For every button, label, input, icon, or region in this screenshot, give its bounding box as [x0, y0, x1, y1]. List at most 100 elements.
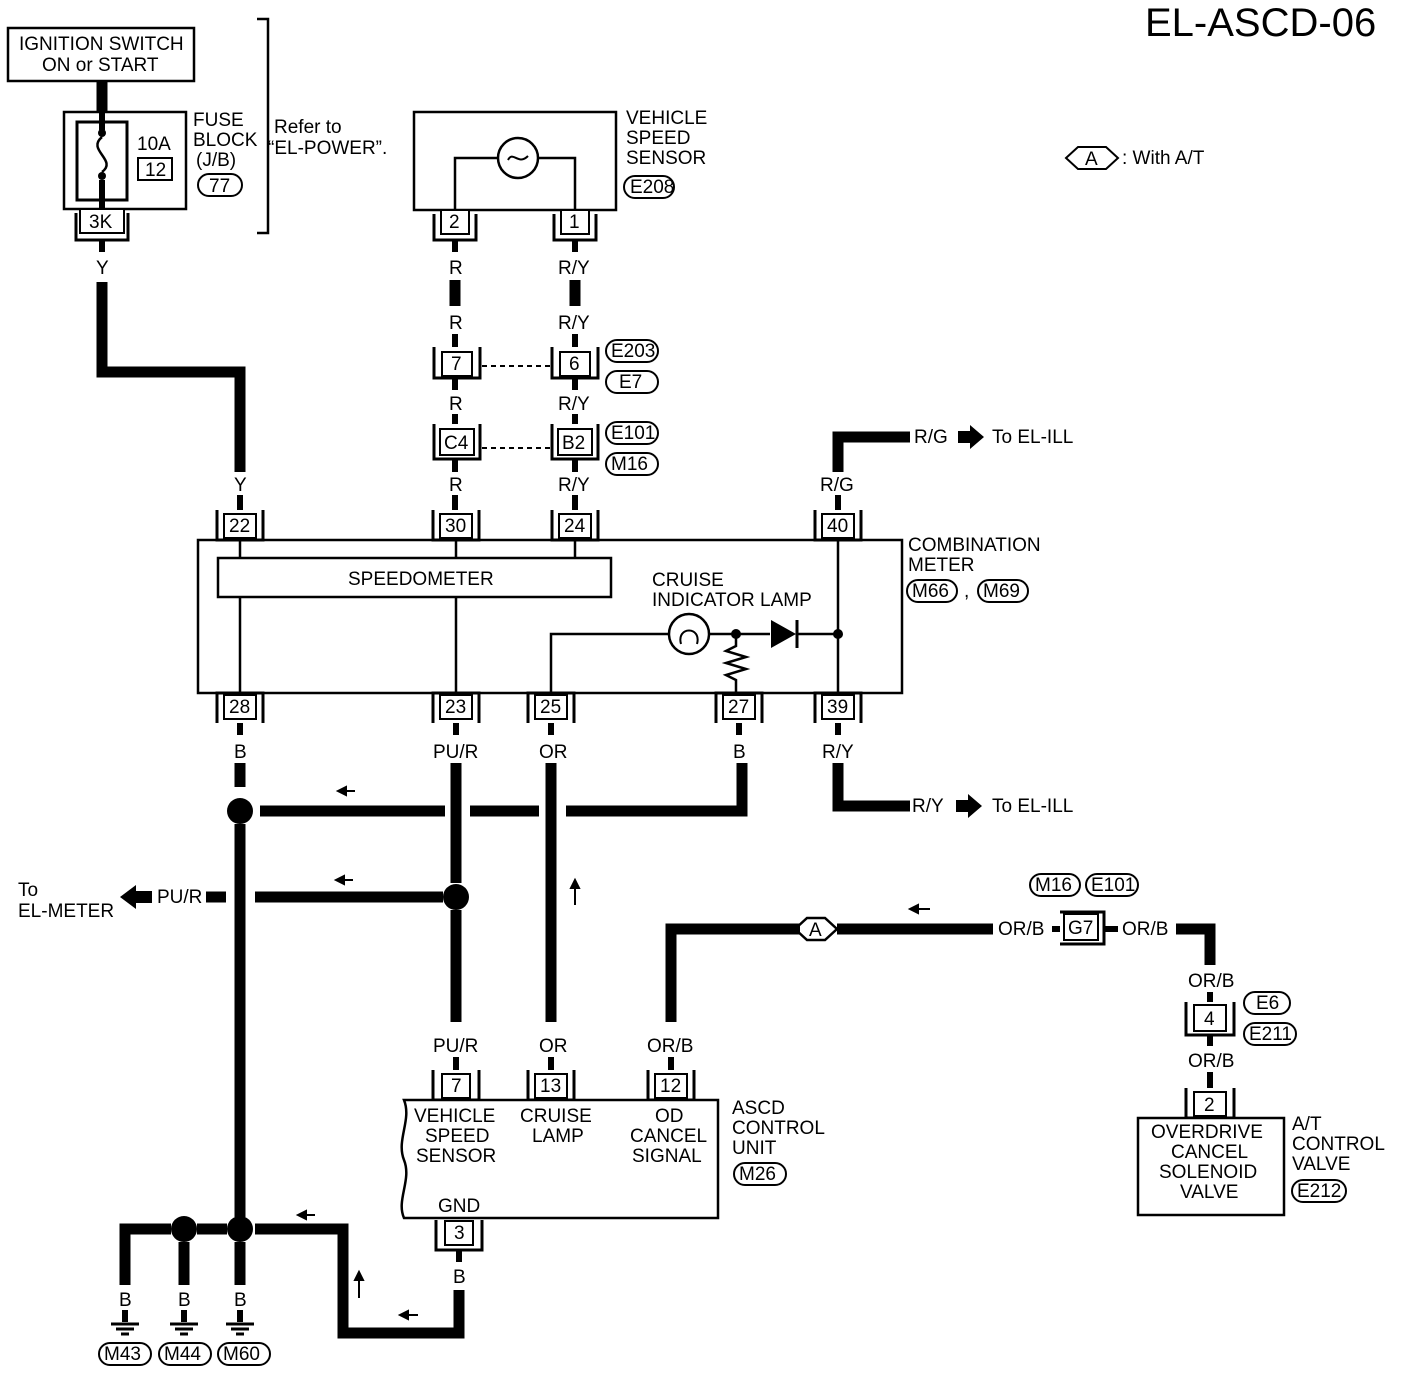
to-el-meter-2: EL-METER [18, 901, 114, 922]
svg-text:SOLENOID: SOLENOID [1159, 1162, 1257, 1183]
vss-connector: E208 [630, 177, 674, 198]
svg-text:OR/B: OR/B [998, 919, 1044, 940]
legend-symbol: A [1085, 149, 1098, 170]
svg-text:OR/B: OR/B [1122, 919, 1168, 940]
svg-text:SPEED: SPEED [425, 1126, 489, 1147]
svg-text:OR: OR [539, 742, 568, 763]
legend-with-at: A : With A/T [1064, 146, 1205, 170]
svg-text:R: R [449, 475, 463, 496]
svg-text:7: 7 [451, 1076, 462, 1097]
connector-4: 4 E6 E211 [1184, 991, 1297, 1046]
svg-text:3: 3 [454, 1223, 465, 1244]
svg-text:R/Y: R/Y [558, 258, 590, 279]
svg-text:LAMP: LAMP [532, 1126, 584, 1147]
svg-text:SIGNAL: SIGNAL [632, 1146, 702, 1167]
svg-text:R: R [449, 394, 463, 415]
meter-pin-23: 23 [431, 691, 481, 723]
connector-2: 2 [1184, 1088, 1236, 1120]
svg-text:R/Y: R/Y [558, 313, 590, 334]
refer-label-1: Refer to [274, 117, 342, 138]
meter-pin-28: 28 [215, 691, 265, 723]
ascd-label-3: UNIT [732, 1138, 777, 1159]
ground-splice-left [171, 1216, 197, 1242]
svg-text:PU/R: PU/R [157, 887, 202, 908]
svg-text:B2: B2 [562, 433, 585, 454]
vss-label-2: SPEED [626, 128, 690, 149]
svg-text:1: 1 [569, 212, 580, 233]
ground-m43: M43 [98, 1310, 152, 1366]
joint-connector-c4: C4 [432, 424, 482, 461]
svg-text:12: 12 [660, 1076, 681, 1097]
at-marker: A [809, 920, 822, 941]
legend-text: : With A/T [1122, 148, 1205, 169]
svg-text:22: 22 [229, 516, 250, 537]
ignition-label-1: IGNITION SWITCH [19, 34, 184, 55]
ascd-pin-13: 13 [526, 1070, 576, 1102]
svg-text:R: R [449, 313, 463, 334]
svg-text:OR/B: OR/B [1188, 1051, 1234, 1072]
svg-text:OVERDRIVE: OVERDRIVE [1151, 1122, 1263, 1143]
conn-e7: E7 [619, 372, 642, 393]
g7-conn-m16: M16 [1035, 875, 1072, 896]
svg-text:39: 39 [827, 697, 848, 718]
svg-text:2: 2 [1204, 1095, 1215, 1116]
svg-text:M44: M44 [164, 1344, 201, 1365]
svg-text:G7: G7 [1068, 918, 1093, 939]
svg-text:25: 25 [540, 697, 561, 718]
fuse-block-connector: 77 [209, 176, 230, 197]
ascd-label-1: ASCD [732, 1098, 785, 1119]
refer-label-2: “EL-POWER”. [268, 138, 387, 159]
svg-text:SENSOR: SENSOR [416, 1146, 496, 1167]
fuse-block-label-2: BLOCK [193, 130, 258, 151]
svg-text:40: 40 [827, 516, 848, 537]
g7-conn-e101: E101 [1091, 875, 1135, 896]
svg-text:23: 23 [445, 697, 466, 718]
svg-text:R/G: R/G [820, 475, 854, 496]
resistor-icon [721, 634, 751, 693]
fuse-amps: 10A [137, 134, 171, 155]
pin4-conn-e6: E6 [1256, 993, 1279, 1014]
svg-text:OD: OD [655, 1106, 684, 1127]
overdrive-cancel-solenoid: OVERDRIVE CANCEL SOLENOID VALVE [1136, 1116, 1286, 1217]
meter-pin-30: 30 [431, 510, 481, 542]
ascd-control-unit: VEHICLE SPEED SENSOR CRUISE LAMP OD CANC… [400, 1098, 825, 1220]
vss-label-3: SENSOR [626, 148, 706, 169]
meter-pin-22: 22 [215, 510, 265, 542]
ascd-connector: M26 [739, 1164, 776, 1185]
fuse-terminal-label: 3K [89, 212, 113, 233]
vehicle-speed-sensor: VEHICLE SPEED SENSOR E208 [412, 108, 707, 212]
svg-text:B: B [453, 1267, 466, 1288]
fuse-block-label-1: FUSE [193, 110, 244, 131]
speedometer-label: SPEEDOMETER [348, 569, 494, 590]
ignition-label-2: ON or START [42, 55, 159, 76]
vss-pin-1: 1 [552, 209, 598, 242]
svg-text:,: , [964, 581, 969, 602]
cruise-lamp-label-1: CRUISE [652, 570, 724, 591]
cruise-lamp-label-2: INDICATOR LAMP [652, 590, 812, 611]
svg-text:C4: C4 [444, 433, 469, 454]
joint-connector-b2: B2 [550, 424, 600, 461]
ascd-pin-7: 7 [431, 1070, 481, 1102]
to-el-meter-1: To [18, 880, 38, 901]
meter-label-1: COMBINATION [908, 535, 1041, 556]
svg-text:24: 24 [564, 516, 586, 537]
svg-text:PU/R: PU/R [433, 1036, 478, 1057]
svg-text:13: 13 [540, 1076, 561, 1097]
meter-pin-39: 39 [813, 691, 863, 723]
valve-label-2: CONTROL [1292, 1134, 1385, 1155]
meter-pin-24: 24 [550, 510, 600, 542]
svg-text:6: 6 [569, 354, 580, 375]
meter-pin-27: 27 [714, 691, 764, 723]
svg-text:VEHICLE: VEHICLE [414, 1106, 495, 1127]
conn-e101: E101 [611, 423, 655, 444]
svg-text:OR/B: OR/B [1188, 971, 1234, 992]
svg-text:2: 2 [449, 212, 460, 233]
vss-pin-2: 2 [432, 209, 478, 242]
svg-text:28: 28 [229, 697, 250, 718]
meter-conn-m66: M66 [912, 581, 949, 602]
svg-text:M43: M43 [104, 1344, 141, 1365]
svg-text:B: B [733, 742, 746, 763]
svg-text:7: 7 [451, 354, 462, 375]
svg-text:GND: GND [438, 1196, 480, 1217]
